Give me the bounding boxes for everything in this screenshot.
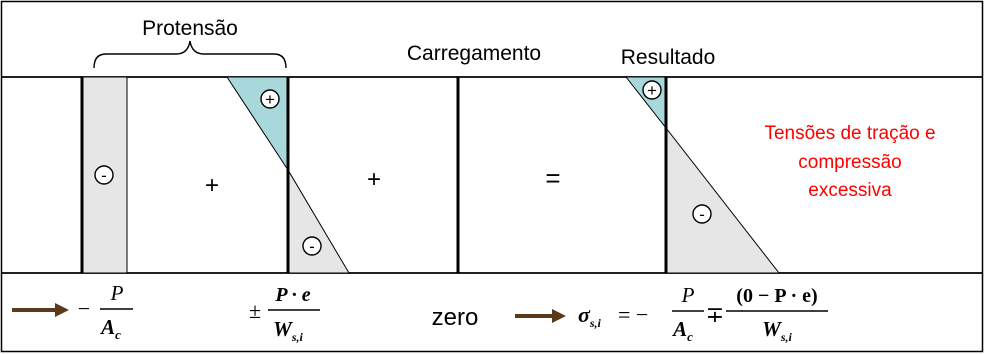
note-line-2: compressão [798,152,902,173]
formula-result-numerator-2: (0 − P · e) [736,285,817,307]
formula-axial: − P Ac [78,281,133,342]
formula-result-pm: ∓ [706,302,724,327]
operator-plus-2: + [367,166,381,193]
plus-sign-result: + [647,81,657,100]
formula-result-denominator-1: Ac [671,317,693,344]
minus-sign-result: - [699,205,705,224]
note-line-1: Tensões de tração e [764,123,935,144]
formula-bending: ± P · e Ws,i [249,284,320,344]
formula-bending-denominator: Ws,i [273,317,303,344]
formula-bending-numerator: P · e [274,284,310,306]
formula-bending-sign: ± [249,298,261,323]
formula-axial-sign: − [78,296,90,321]
operator-equals: = [545,163,560,193]
arrow-icon-left [12,303,69,317]
formula-axial-denominator: Ac [99,315,121,342]
minus-sign-bending: - [309,237,315,256]
minus-sign-axial: - [101,166,107,185]
formula-axial-numerator: P [110,281,124,305]
bending-compression-region [287,168,350,274]
header-resultado: Resultado [621,46,716,69]
operator-plus-1: + [205,172,219,199]
formula-result-numerator-1: P [681,283,695,307]
formula-result-denominator-2: Ws,i [762,317,792,344]
formula-result: σs,i = − P Ac ∓ (0 − P · e) Ws,i [578,283,828,344]
result-compression-region [665,126,781,274]
arrow-icon-right [515,309,566,323]
header-protensao: Protensão [142,17,238,40]
minus-sign-circle-bending [302,236,322,256]
bending-tension-region [226,76,289,172]
plus-sign-circle-result [642,80,662,100]
formula-result-sigma: σs,i [578,302,602,330]
minus-sign-circle [94,165,114,185]
protensao-brace [93,40,287,69]
minus-sign-circle-result [692,204,712,224]
formula-result-equals: = − [618,302,648,327]
note-line-3: excessiva [808,180,892,201]
plus-sign-bending: + [265,90,275,109]
formula-zero: zero [432,304,479,331]
plus-sign-circle-bending [260,89,280,109]
header-carregamento: Carregamento [407,42,541,65]
